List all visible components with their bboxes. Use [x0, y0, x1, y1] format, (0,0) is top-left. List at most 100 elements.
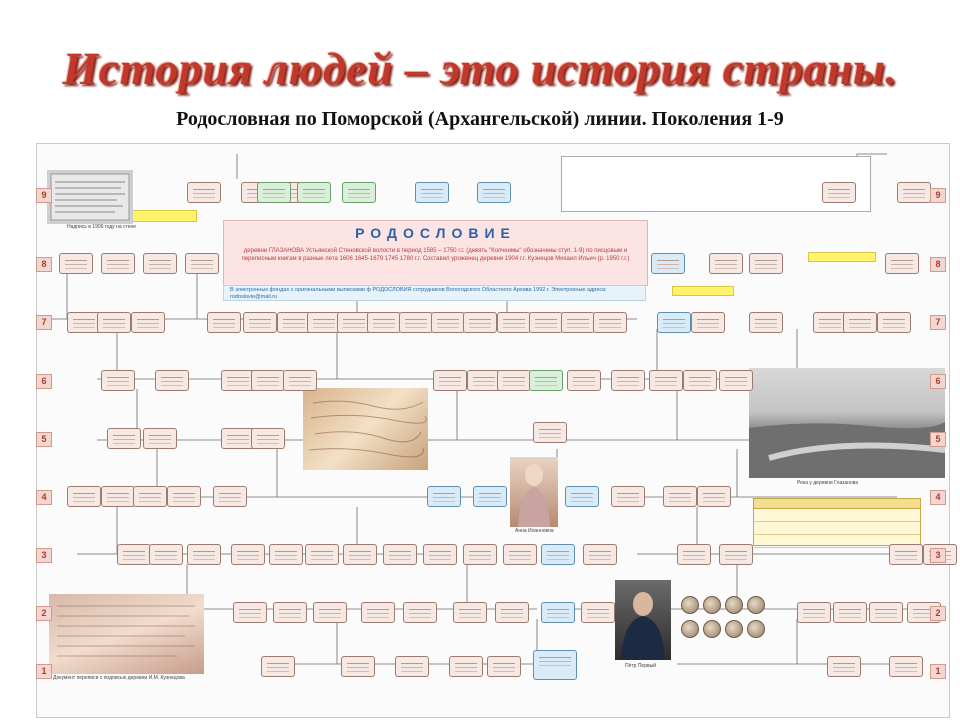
person-node[interactable] — [869, 602, 903, 623]
person-node[interactable] — [313, 602, 347, 623]
person-node[interactable] — [877, 312, 911, 333]
person-node[interactable] — [261, 656, 295, 677]
person-node[interactable] — [487, 656, 521, 677]
person-node[interactable] — [187, 182, 221, 203]
person-node[interactable] — [337, 312, 371, 333]
person-node[interactable] — [251, 428, 285, 449]
person-node[interactable] — [709, 253, 743, 274]
person-node[interactable] — [567, 370, 601, 391]
person-node[interactable] — [143, 428, 177, 449]
person-node-green[interactable] — [342, 182, 376, 203]
person-node[interactable] — [213, 486, 247, 507]
person-node[interactable] — [467, 370, 501, 391]
person-node[interactable] — [583, 544, 617, 565]
person-node[interactable] — [423, 544, 457, 565]
person-node[interactable] — [59, 253, 93, 274]
person-node[interactable] — [243, 312, 277, 333]
person-node[interactable] — [889, 544, 923, 565]
person-node[interactable] — [453, 602, 487, 623]
person-node[interactable] — [663, 486, 697, 507]
person-node[interactable] — [269, 544, 303, 565]
person-node[interactable] — [231, 544, 265, 565]
person-node[interactable] — [889, 656, 923, 677]
person-node[interactable] — [449, 656, 483, 677]
person-node[interactable] — [503, 544, 537, 565]
person-node[interactable] — [207, 312, 241, 333]
person-node[interactable] — [561, 312, 595, 333]
person-node[interactable] — [797, 602, 831, 623]
person-node[interactable] — [117, 544, 151, 565]
person-node[interactable] — [885, 253, 919, 274]
person-node[interactable] — [233, 602, 267, 623]
person-node[interactable] — [581, 602, 615, 623]
person-node[interactable] — [101, 370, 135, 391]
person-node-blue[interactable] — [415, 182, 449, 203]
person-node[interactable] — [843, 312, 877, 333]
person-node[interactable] — [749, 253, 783, 274]
person-node[interactable] — [533, 422, 567, 443]
person-node[interactable] — [361, 602, 395, 623]
person-node[interactable] — [143, 253, 177, 274]
person-node[interactable] — [101, 486, 135, 507]
person-node[interactable] — [497, 370, 531, 391]
person-node[interactable] — [67, 312, 101, 333]
person-node[interactable] — [897, 182, 931, 203]
person-node[interactable] — [749, 312, 783, 333]
person-node[interactable] — [529, 312, 563, 333]
person-node[interactable] — [433, 370, 467, 391]
person-node[interactable] — [277, 312, 311, 333]
person-node[interactable] — [221, 428, 255, 449]
person-node-green[interactable] — [529, 370, 563, 391]
person-node[interactable] — [813, 312, 847, 333]
person-node[interactable] — [463, 312, 497, 333]
person-node[interactable] — [383, 544, 417, 565]
person-node[interactable] — [611, 370, 645, 391]
person-node[interactable] — [133, 486, 167, 507]
person-node[interactable] — [185, 253, 219, 274]
person-node[interactable] — [149, 544, 183, 565]
person-node[interactable] — [131, 312, 165, 333]
person-node[interactable] — [167, 486, 201, 507]
person-node[interactable] — [827, 656, 861, 677]
person-node[interactable] — [463, 544, 497, 565]
person-node[interactable] — [341, 656, 375, 677]
person-node[interactable] — [367, 312, 401, 333]
person-node[interactable] — [677, 544, 711, 565]
person-node-green[interactable] — [297, 182, 331, 203]
person-node[interactable] — [683, 370, 717, 391]
person-node[interactable] — [497, 312, 531, 333]
person-node-blue[interactable] — [541, 602, 575, 623]
person-node[interactable] — [431, 312, 465, 333]
person-node-blue[interactable] — [473, 486, 507, 507]
person-node[interactable] — [833, 602, 867, 623]
person-node-blue[interactable] — [427, 486, 461, 507]
person-node[interactable] — [107, 428, 141, 449]
person-node[interactable] — [305, 544, 339, 565]
person-node[interactable] — [307, 312, 341, 333]
person-node-blue[interactable] — [533, 650, 577, 680]
person-node[interactable] — [403, 602, 437, 623]
person-node[interactable] — [97, 312, 131, 333]
person-node-blue[interactable] — [651, 253, 685, 274]
person-node[interactable] — [691, 312, 725, 333]
person-node[interactable] — [187, 544, 221, 565]
person-node[interactable] — [343, 544, 377, 565]
person-node[interactable] — [719, 370, 753, 391]
person-node[interactable] — [395, 656, 429, 677]
person-node[interactable] — [399, 312, 433, 333]
person-node[interactable] — [697, 486, 731, 507]
person-node[interactable] — [649, 370, 683, 391]
person-node[interactable] — [495, 602, 529, 623]
person-node[interactable] — [273, 602, 307, 623]
person-node[interactable] — [155, 370, 189, 391]
person-node[interactable] — [611, 486, 645, 507]
person-node[interactable] — [251, 370, 285, 391]
person-node[interactable] — [221, 370, 255, 391]
person-node[interactable] — [719, 544, 753, 565]
person-node[interactable] — [101, 253, 135, 274]
person-node-blue[interactable] — [477, 182, 511, 203]
person-node[interactable] — [822, 182, 856, 203]
person-node-blue[interactable] — [657, 312, 691, 333]
person-node-blue[interactable] — [541, 544, 575, 565]
person-node[interactable] — [283, 370, 317, 391]
